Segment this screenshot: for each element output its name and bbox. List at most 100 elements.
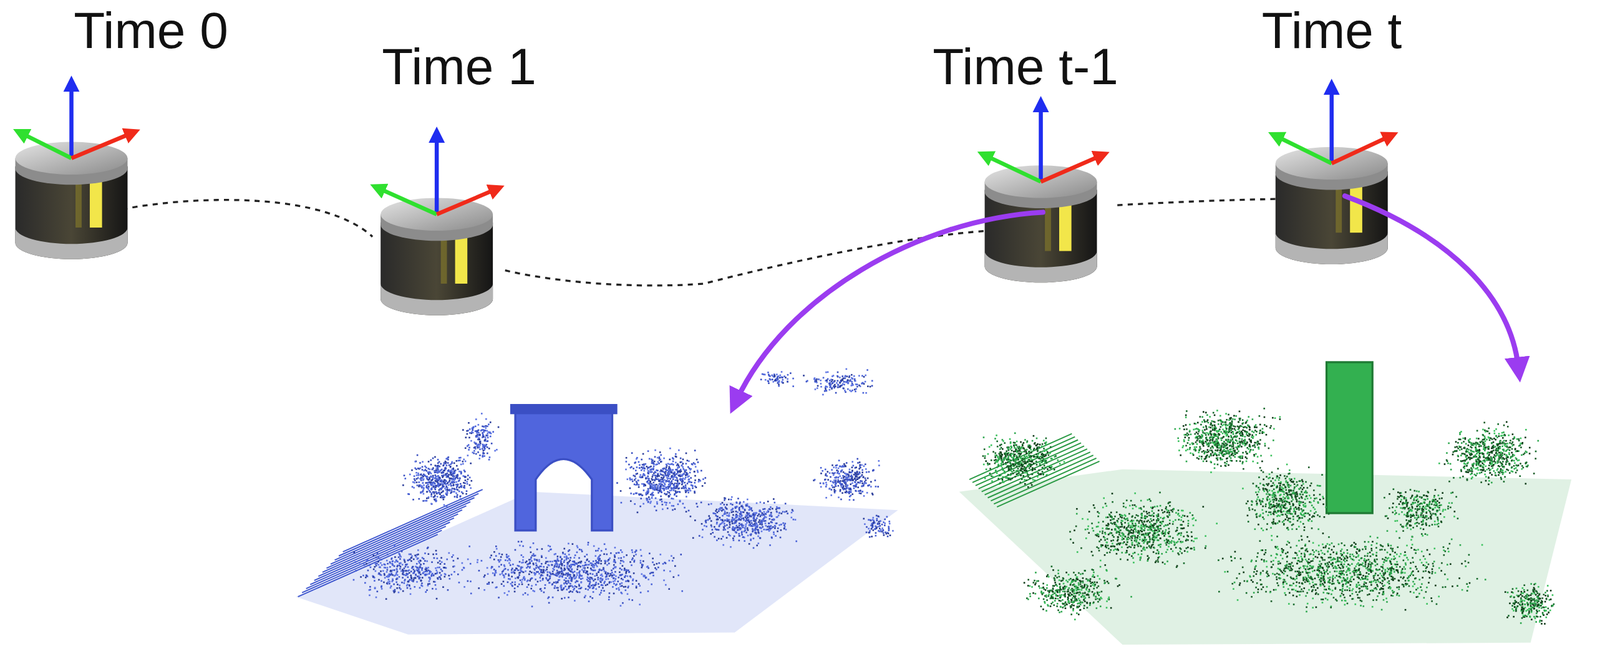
cloud-point [759, 523, 762, 526]
cloud-point [762, 519, 765, 522]
cloud-point [457, 468, 460, 471]
cloud-point [724, 510, 727, 513]
cloud-point [726, 537, 728, 539]
cloud-point [739, 501, 742, 504]
cloud-point [462, 482, 465, 485]
cloud-point [651, 492, 654, 495]
cloud-point [434, 456, 437, 459]
cloud-point [668, 464, 671, 466]
cloud-point [416, 474, 418, 477]
cloud-point [689, 472, 692, 475]
cloud-point [642, 453, 645, 456]
cloud-point [620, 502, 623, 505]
cloud-point [723, 523, 726, 526]
cloud-point [641, 475, 644, 478]
cloud-point [770, 512, 773, 514]
cloud-point [638, 464, 641, 467]
cloud-point [824, 479, 827, 481]
cloud-point [442, 464, 445, 467]
cloud-point [434, 477, 437, 480]
cloud-point [720, 538, 723, 541]
cloud-point [747, 529, 750, 532]
cloud-point [686, 482, 689, 485]
cloud-point [831, 464, 834, 467]
cloud-point [569, 559, 572, 562]
cloud-point [734, 515, 737, 518]
cloud-point [447, 469, 450, 472]
cloud-point [701, 528, 704, 531]
cloud-point [854, 472, 857, 475]
cloud-point [656, 503, 659, 506]
cloud-point [658, 459, 661, 462]
cloud-point [444, 484, 447, 486]
cloud-point [664, 494, 667, 496]
cloud-point [453, 490, 456, 493]
cloud-point [613, 564, 616, 567]
cloud-point [848, 495, 851, 498]
cloud-point [651, 462, 654, 465]
cloud-point [428, 490, 431, 493]
cloud-point [426, 491, 428, 494]
trajectory [122, 198, 1276, 286]
cloud-point [687, 466, 690, 469]
cloud-point [419, 474, 422, 476]
cloud-point [691, 485, 694, 488]
cloud-point [670, 487, 673, 490]
cloud-point [691, 463, 694, 466]
cloud-point [761, 526, 764, 529]
cloud-point [858, 465, 861, 468]
cloud-point [415, 468, 418, 471]
cloud-point [858, 471, 861, 474]
cloud-point [672, 478, 675, 481]
cloud-point [739, 511, 742, 514]
cloud-point [739, 513, 742, 516]
cloud-point [845, 477, 848, 480]
cloud-point [638, 484, 640, 486]
cloud-point [675, 476, 678, 479]
cloud-point [820, 467, 823, 470]
cloud-point [645, 465, 648, 468]
cloud-point [629, 477, 632, 480]
cloud-point [696, 459, 699, 461]
cloud-point [853, 477, 856, 480]
cloud-point [778, 512, 781, 514]
cloud-point [442, 472, 445, 475]
cloud-point [417, 498, 420, 501]
cloud-point [704, 477, 707, 480]
cloud-point [436, 492, 439, 495]
cloud-point [674, 453, 677, 456]
cloud-point [666, 491, 669, 494]
cloud-point [825, 485, 828, 488]
cloud-point [846, 480, 849, 483]
cloud-point [431, 479, 434, 482]
cloud-point [711, 528, 713, 531]
cloud-point [644, 492, 647, 495]
cloud-point [662, 485, 665, 488]
cloud-point [837, 485, 840, 488]
cloud-point [743, 530, 746, 533]
cloud-point [790, 517, 793, 519]
cloud-point [455, 476, 458, 479]
cloud-point [643, 464, 645, 467]
cloud-point [651, 478, 654, 481]
cloud-point [864, 463, 867, 466]
cloud-point [761, 530, 763, 533]
cloud-point [741, 530, 743, 533]
cloud-point [629, 467, 632, 470]
cloud-point [778, 507, 781, 510]
cloud-point [661, 478, 664, 481]
cloud-point [432, 481, 435, 484]
cloud-point [689, 469, 692, 471]
cloud-point [850, 474, 853, 477]
cloud-point [770, 515, 773, 518]
cloud-point [659, 454, 662, 456]
cloud-point [681, 474, 684, 476]
cloud-point [653, 489, 656, 491]
cloud-point [630, 500, 632, 503]
cloud-point [675, 473, 678, 476]
cloud-point [436, 495, 439, 498]
cloud-point [830, 484, 833, 487]
cloud-point [476, 559, 479, 562]
cloud-point [652, 474, 655, 477]
cloud-point [670, 497, 673, 500]
